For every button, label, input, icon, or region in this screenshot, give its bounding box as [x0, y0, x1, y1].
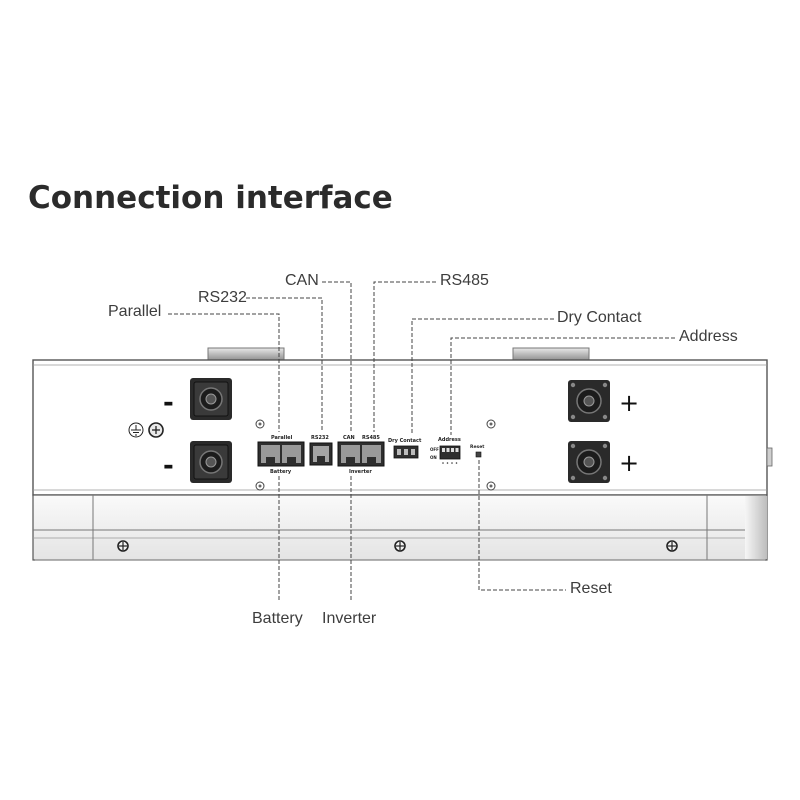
- ground-icon: [128, 422, 144, 438]
- panel-label-on: ON: [430, 455, 437, 460]
- front-panel: [32, 359, 768, 496]
- panel-label-inverter: Inverter: [349, 469, 372, 475]
- rs232-port: [309, 442, 333, 466]
- callout-reset: Reset: [570, 580, 612, 597]
- panel-label-address: Address: [438, 437, 461, 443]
- callout-battery: Battery: [252, 610, 303, 627]
- plus-sign: +: [619, 449, 639, 477]
- panel-label-rs232: RS232: [311, 435, 329, 441]
- page-title: Connection interface: [28, 180, 393, 216]
- panel-label-reset: Reset: [470, 444, 485, 450]
- panel-screw-icon: [486, 481, 496, 491]
- callout-can: CAN: [285, 272, 319, 289]
- base-end-right: [745, 496, 767, 559]
- terminal-positive-bottom: [568, 441, 610, 483]
- panel-screw-icon: [255, 481, 265, 491]
- leader-reset: [478, 460, 566, 591]
- screw-icon: [117, 540, 129, 552]
- plus-sign: +: [619, 389, 639, 417]
- callout-inverter: Inverter: [322, 610, 377, 627]
- screw-icon: [666, 540, 678, 552]
- leader-dry-contact: [411, 318, 554, 435]
- leader-address: [450, 337, 675, 435]
- handle-left: [207, 347, 285, 362]
- panel-label-rs485: RS485: [362, 435, 380, 441]
- minus-sign: -: [163, 451, 174, 481]
- callout-dry-contact: Dry Contact: [557, 309, 642, 326]
- callout-rs232: RS232: [198, 289, 247, 306]
- can-rs485-ports: [337, 441, 385, 467]
- panel-label-parallel: Parallel: [271, 435, 293, 441]
- leader-rs232: [246, 297, 323, 432]
- side-latch: [766, 447, 773, 467]
- callout-parallel: Parallel: [108, 303, 162, 320]
- callout-rs485: RS485: [440, 272, 489, 289]
- panel-label-can: CAN: [343, 435, 355, 441]
- panel-screw-icon: [486, 419, 496, 429]
- panel-screw-icon: [255, 419, 265, 429]
- minus-sign: -: [163, 388, 174, 418]
- screw-icon: [394, 540, 406, 552]
- reset-button: [475, 451, 482, 458]
- address-dip-switch: [439, 445, 461, 464]
- leader-lines: [168, 281, 675, 602]
- handle-right: [512, 347, 590, 362]
- panel-label-battery: Battery: [270, 469, 292, 475]
- terminal-negative-bottom: [190, 441, 232, 483]
- leader-rs485: [373, 281, 436, 432]
- leader-can: [322, 281, 352, 432]
- leader-parallel: [168, 313, 280, 432]
- panel-label-off: OFF: [430, 447, 439, 452]
- dry-contact-terminal: [393, 445, 419, 459]
- terminal-positive-top: [568, 380, 610, 422]
- terminal-negative-top: [190, 378, 232, 420]
- callout-address: Address: [679, 328, 738, 345]
- panel-label-dry-contact: Dry Contact: [388, 438, 422, 444]
- parallel-battery-ports: [257, 441, 305, 467]
- ground-screw-icon: [148, 422, 164, 438]
